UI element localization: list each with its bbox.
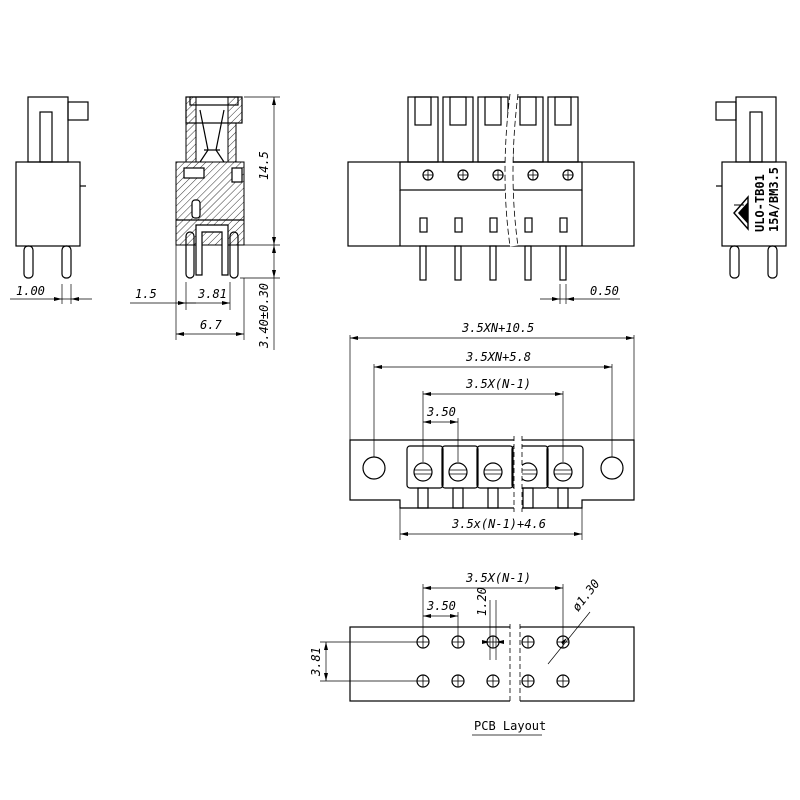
- dim-pin-length: 3.40±0.30: [257, 283, 271, 349]
- side-view: 1.00: [10, 96, 92, 304]
- pcb-holes-top: [416, 635, 570, 649]
- dim-total-length: 3.5XN+10.5: [461, 321, 534, 335]
- dim-pcb-pitch: 3.50: [426, 599, 456, 613]
- dim-pitch-span: 3.5X(N-1): [465, 377, 531, 391]
- top-terminals: [406, 445, 584, 489]
- dim-offset: 1.5: [135, 287, 157, 301]
- dim-row-spacing: 3.81: [309, 647, 323, 677]
- pcb-layout: 3.5X(N-1) 3.50 1.20 ø1.30 3.81 PCB Layou…: [309, 571, 635, 736]
- dim-hole-span: 3.5XN+5.8: [465, 350, 531, 364]
- logo-icon: [733, 195, 749, 231]
- front-leads: [419, 245, 567, 281]
- dim-pin-width: 1.00: [16, 284, 45, 298]
- section-view: 14.5 3.40±0.30 1.5 3.81 6.7: [130, 96, 280, 350]
- rating: 15A/BM3.5: [767, 167, 781, 232]
- dim-pcb-pitch-span: 3.5X(N-1): [465, 571, 531, 585]
- front-pins: [407, 96, 579, 163]
- dim-pin-thickness: 0.50: [590, 284, 619, 298]
- top-view: 3.5XN+10.5 3.5XN+5.8 3.5X(N-1) 3.50 3.5x…: [349, 321, 635, 540]
- front-openings: [419, 217, 568, 233]
- dim-hole-diameter: ø1.30: [569, 577, 602, 614]
- pcb-layout-label: PCB Layout: [474, 719, 546, 733]
- dim-pitch: 3.50: [426, 405, 456, 419]
- dim-pcb-offset: 1.20: [475, 587, 489, 616]
- pcb-holes-bottom: [416, 674, 570, 688]
- front-view: 0.50: [347, 93, 635, 304]
- right-side-view: ULO-TB01 15A/BM3.5: [715, 96, 787, 279]
- part-number: ULO-TB01: [753, 174, 767, 232]
- front-screws: [422, 169, 574, 181]
- dim-depth: 6.7: [200, 318, 222, 332]
- dim-body-length: 3.5x(N-1)+4.6: [451, 517, 546, 531]
- dim-height: 14.5: [257, 151, 271, 180]
- dim-pin-pitch-side: 3.81: [197, 287, 227, 301]
- top-leads: [417, 487, 569, 509]
